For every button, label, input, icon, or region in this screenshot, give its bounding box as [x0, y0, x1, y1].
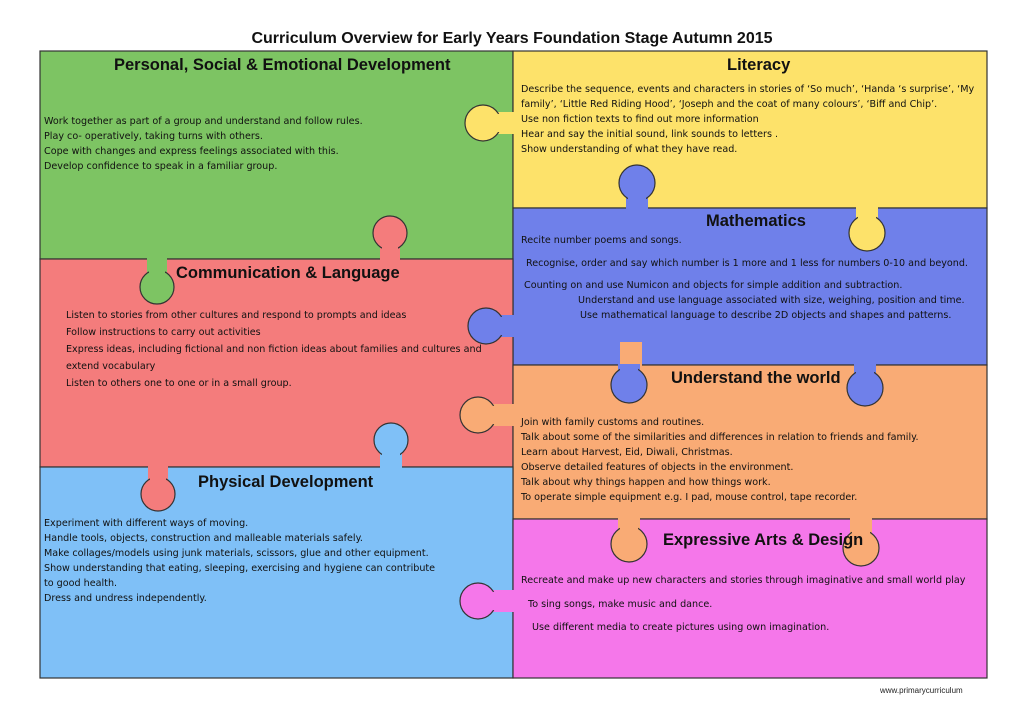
literacy-list: Describe the sequence, events and charac…: [521, 82, 974, 157]
communication-tab-into-physical: [140, 466, 176, 512]
list-item: Make collages/models using junk material…: [44, 548, 429, 559]
physical-list: Experiment with different ways of moving…: [44, 516, 435, 606]
communication-list: Listen to stories from other cultures an…: [66, 307, 482, 392]
list-item: Work together as part of a group and und…: [44, 116, 363, 127]
list-item: Experiment with different ways of moving…: [44, 518, 249, 529]
maths-tab-into-literacy: [618, 164, 656, 209]
pse-list: Work together as part of a group and und…: [44, 114, 363, 174]
communication-tab-into-pse: [372, 215, 408, 260]
world-list: Join with family customs and routines. T…: [521, 415, 919, 505]
world-heading: Understand the world: [671, 369, 841, 387]
list-item: family’, ‘Little Red Riding Hood’, ‘Jose…: [521, 99, 938, 110]
list-item: Use non fiction texts to find out more i…: [521, 114, 759, 125]
list-item: Talk about why things happen and how thi…: [521, 477, 771, 488]
arts-heading: Expressive Arts & Design: [663, 531, 864, 549]
list-item: Listen to others one to one or in a smal…: [66, 378, 292, 389]
list-item: Recite number poems and songs.: [521, 235, 682, 246]
arts-list-2: To sing songs, make music and dance.: [528, 597, 712, 612]
list-item: Follow instructions to carry out activit…: [66, 327, 261, 338]
literacy-piece: [512, 50, 988, 209]
page-title: Curriculum Overview for Early Years Foun…: [251, 30, 773, 47]
maths-list-2: Recognise, order and say which number is…: [526, 256, 968, 271]
list-item: Recognise, order and say which number is…: [526, 258, 968, 269]
arts-piece: [512, 518, 988, 679]
communication-piece: [39, 258, 514, 468]
world-tab-into-communication: [459, 396, 514, 434]
pse-heading: Personal, Social & Emotional Development: [114, 56, 451, 74]
list-item: Use mathematical language to describe 2D…: [580, 310, 952, 321]
list-item: Understand and use language associated w…: [578, 295, 965, 306]
list-item: Observe detailed features of objects in …: [521, 462, 794, 473]
list-item: Show understanding that eating, sleeping…: [44, 563, 436, 574]
arts-list-3: Use different media to create pictures u…: [532, 620, 829, 635]
list-item: Use different media to create pictures u…: [532, 622, 830, 633]
list-item: Listen to stories from other cultures an…: [66, 310, 407, 321]
world-piece: [512, 364, 988, 520]
list-item: Cope with changes and express feelings a…: [44, 146, 339, 157]
world-tab-into-arts-left: [610, 518, 648, 563]
arts-tab-into-physical: [459, 582, 514, 620]
list-item: Dress and undress independently.: [44, 593, 207, 604]
maths-list-3: Counting on and use Numicon and objects …: [524, 278, 965, 323]
list-item: To operate simple equipment e.g. I pad, …: [521, 492, 858, 503]
physical-piece: [39, 466, 514, 679]
list-item: Express ideas, including fictional and n…: [66, 344, 482, 355]
world-tab-into-arts-right: [842, 518, 880, 567]
physical-tab-into-communication: [373, 422, 409, 468]
list-item: Show understanding of what they have rea…: [521, 144, 738, 155]
literacy-heading: Literacy: [727, 56, 791, 74]
literacy-tab-into-pse: [464, 104, 514, 142]
list-item: Describe the sequence, events and charac…: [521, 84, 975, 95]
list-item: extend vocabulary: [66, 361, 156, 372]
maths-piece: [512, 207, 988, 366]
pse-tab-into-communication: [139, 258, 175, 305]
list-item: Hear and say the initial sound, link sou…: [521, 129, 779, 140]
literacy-tab-into-maths: [848, 207, 886, 252]
maths-list: Recite number poems and songs.: [521, 233, 682, 248]
maths-tab-into-world-right: [846, 364, 884, 407]
communication-heading: Communication & Language: [176, 264, 400, 282]
list-item: to good health.: [44, 578, 118, 589]
list-item: Talk about some of the similarities and …: [521, 432, 919, 443]
list-item: Counting on and use Numicon and objects …: [524, 280, 903, 291]
physical-heading: Physical Development: [198, 473, 374, 491]
list-item: Develop confidence to speak in a familia…: [44, 161, 278, 172]
list-item: Handle tools, objects, construction and …: [44, 533, 363, 544]
footer-url: www.primarycurriculum: [880, 686, 963, 695]
list-item: Learn about Harvest, Eid, Diwali, Christ…: [521, 447, 733, 458]
world-tab-into-maths: [620, 342, 642, 366]
maths-tab-into-world-left: [610, 364, 648, 404]
maths-tab-into-communication: [467, 307, 514, 345]
maths-heading: Mathematics: [706, 212, 806, 230]
list-item: To sing songs, make music and dance.: [528, 599, 713, 610]
list-item: Join with family customs and routines.: [521, 417, 705, 428]
arts-list: Recreate and make up new characters and …: [521, 573, 965, 588]
list-item: Recreate and make up new characters and …: [521, 575, 966, 586]
list-item: Play co- operatively, taking turns with …: [44, 131, 263, 142]
